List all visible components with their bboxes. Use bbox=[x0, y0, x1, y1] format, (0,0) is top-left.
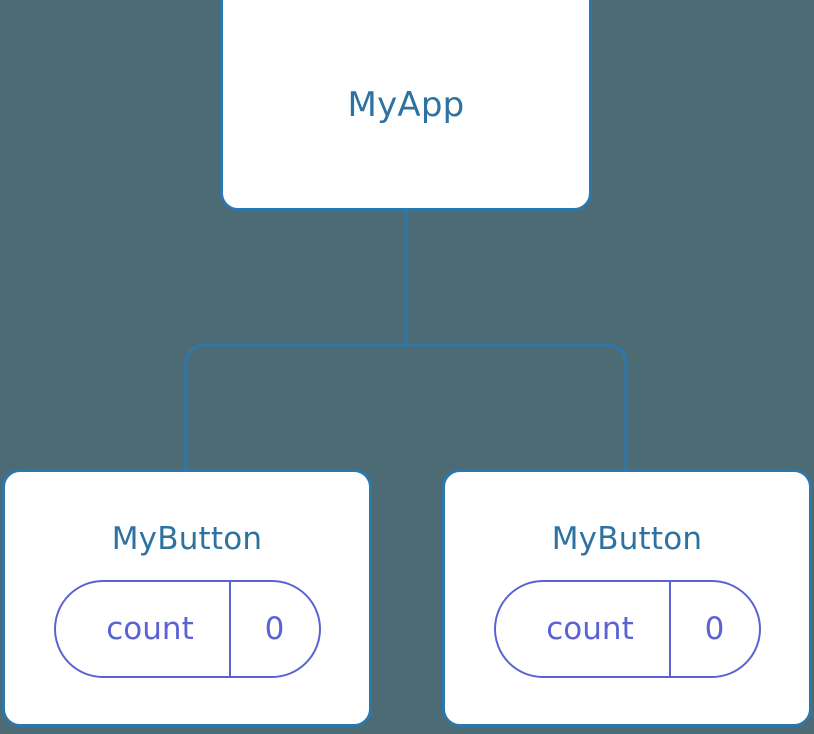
state-value: 0 bbox=[704, 610, 725, 647]
node-mybutton-2[interactable]: MyButton count 0 bbox=[442, 469, 812, 727]
state-key: count bbox=[496, 582, 671, 676]
state-pill[interactable]: count 0 bbox=[493, 580, 761, 678]
connector-branch-left bbox=[184, 343, 406, 469]
state-value: 0 bbox=[264, 610, 285, 647]
node-title: MyApp bbox=[347, 84, 465, 125]
state-key: count bbox=[56, 582, 231, 676]
connector-branch-right bbox=[406, 343, 628, 469]
node-title: MyButton bbox=[111, 521, 263, 557]
node-title: MyButton bbox=[551, 521, 703, 557]
state-pill[interactable]: count 0 bbox=[53, 580, 321, 678]
node-mybutton-1[interactable]: MyButton count 0 bbox=[2, 469, 372, 727]
node-myapp[interactable]: MyApp bbox=[220, 0, 592, 211]
